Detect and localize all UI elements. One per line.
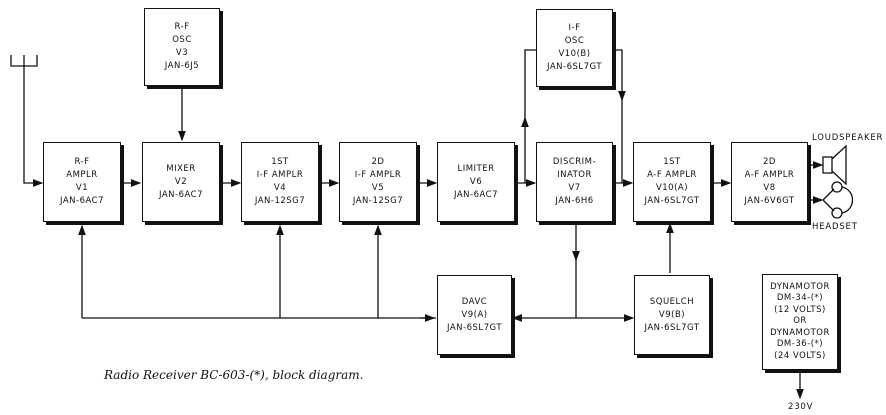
block-dynamotor: DYNAMOTOR DM-34-(*) (12 VOLTS) OR DYNAMO… <box>762 274 838 370</box>
block-if-amplifier-2: 2D I-F AMPLR V5 JAN-12SG7 <box>339 142 417 222</box>
block-if-amplifier-1: 1ST I-F AMPLR V4 JAN-12SG7 <box>241 142 319 222</box>
loudspeaker-label: LOUDSPEAKER <box>812 133 884 143</box>
voltage-label: 230V <box>788 402 814 412</box>
headset-icon <box>822 181 854 219</box>
headset-label: HEADSET <box>812 222 858 232</box>
block-rf-amplifier: R-F AMPLR V1 JAN-6AC7 <box>43 142 121 222</box>
block-mixer: MIXER V2 JAN-6AC7 <box>142 142 220 222</box>
block-limiter: LIMITER V6 JAN-6AC7 <box>437 142 515 222</box>
block-af-amplifier-1: 1ST A-F AMPLR V10(A) JAN-6SL7GT <box>633 142 711 222</box>
loudspeaker-icon <box>822 144 847 186</box>
block-af-amplifier-2: 2D A-F AMPLR V8 JAN-6V6GT <box>731 142 808 222</box>
block-discriminator: DISCRIM- INATOR V7 JAN-6H6 <box>536 142 613 222</box>
figure-caption: Radio Receiver BC-603-(*), block diagram… <box>104 368 364 382</box>
block-rf-oscillator: R-F OSC V3 JAN-6J5 <box>144 8 220 86</box>
antenna-icon <box>10 55 44 187</box>
block-davc: DAVC V9(A) JAN-6SL7GT <box>437 275 512 355</box>
block-if-oscillator: I-F OSC V10(B) JAN-6SL7GT <box>536 9 613 87</box>
line-limiter-ifosc <box>524 49 536 120</box>
block-squelch: SQUELCH V9(B) JAN-6SL7GT <box>634 275 710 355</box>
